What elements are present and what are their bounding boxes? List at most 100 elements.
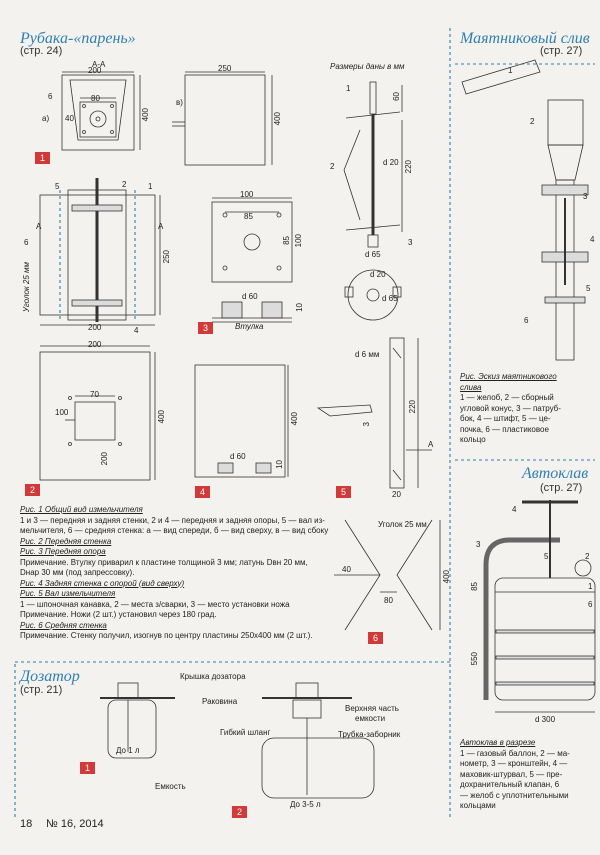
doz-badge-2: 2 [232, 806, 247, 818]
doz-do1: До 1 л [116, 746, 140, 755]
cap-line: Примечание. Ножи (2 шт.) установил через… [20, 610, 217, 619]
doz-tube: Трубка-заборник [338, 730, 401, 739]
cap-line: — желоб с уплотнительными [460, 790, 569, 800]
heading-dozator: Дозатор [20, 668, 80, 685]
cap-line: Примечание. Стенку получил, изогнув по ц… [20, 631, 313, 640]
ref-dozator: (стр. 21) [20, 684, 63, 696]
sizes-note: Размеры даны в мм [330, 62, 405, 71]
av-label-4: 4 [512, 505, 517, 514]
av-label-3: 3 [476, 540, 481, 549]
label-a: а) [42, 114, 50, 123]
may-label-4: 4 [590, 235, 595, 244]
dim-80: 80 [91, 94, 100, 103]
may-label-5: 5 [586, 284, 591, 293]
cap-line: 1 — газовый баллон, 2 — ма- [460, 748, 570, 758]
cap-line: Автоклав в разрезе [460, 738, 536, 747]
dim-200c: 200 [88, 340, 102, 349]
av-dim-d300: d 300 [535, 715, 556, 724]
fig-badge-1: 1 [35, 152, 50, 164]
dim-d6: d 6 мм [355, 350, 380, 359]
heading-mayatnik: Маятниковый слив [460, 30, 590, 47]
dim-250: 250 [218, 64, 232, 73]
ref-avtoklav: (стр. 27) [540, 482, 583, 494]
cap-line: Рис. 6 Средняя стенка [20, 620, 107, 630]
mayatnik-caption: Рис. Эскиз маятникового слива 1 — желоб,… [460, 372, 595, 446]
doz-rakovina: Раковина [202, 697, 238, 706]
av-label-1: 1 [588, 582, 593, 591]
cap-line: кольцо [460, 435, 486, 444]
doz-top2: емкости [355, 714, 386, 723]
rubaka-caption: Рис. 1 Общий вид измельчителя 1 и 3 — пе… [20, 505, 350, 642]
cap-line: Рис. 1 Общий вид измельчителя [20, 505, 143, 514]
section-a-left: А [36, 222, 42, 231]
fig-badge-3: 3 [198, 322, 213, 334]
shaft-label-2: 2 [330, 162, 335, 171]
av-label-2: 2 [585, 552, 590, 561]
cap-line: Рис. 4 Задняя стенка с опорой (вид сверх… [20, 578, 185, 588]
fig-badge-5: 5 [336, 486, 351, 498]
heading-rubaka: Рубака-«парень» [20, 30, 136, 47]
dim-200-top: 200 [88, 66, 102, 75]
cap-line: маховик-штурвал, 5 — пре- [460, 769, 563, 779]
cap-line: мельчителя, 6 — средняя стенка: а — вид … [20, 526, 329, 535]
label-v: в) [176, 98, 183, 107]
may-label-6: 6 [524, 316, 529, 325]
may-label-3: 3 [583, 192, 588, 201]
dim-d20: d 20 [383, 158, 399, 167]
dim-40b: 40 [342, 565, 351, 574]
f1-label-1: 1 [148, 182, 153, 191]
dim-200b: 200 [88, 323, 102, 332]
fig-badge-2: 2 [25, 484, 40, 496]
ref-rubaka: (стр. 24) [20, 45, 63, 57]
dim-85-f3: 85 [244, 212, 253, 221]
dim-20c: 20 [392, 490, 401, 499]
vtulka-label: Втулка [235, 322, 264, 331]
f1-label-2: 2 [122, 180, 127, 189]
f1-label-6b: 6 [24, 238, 29, 247]
dim-d60c: d 60 [230, 452, 246, 461]
cap-line: 1 — желоб, 2 — сборный [460, 393, 554, 402]
doz-emkost: Емкость [155, 782, 186, 791]
doz-lid: Крышка дозатора [180, 672, 246, 681]
dim-40: 40 [65, 114, 74, 123]
fig-badge-4: 4 [195, 486, 210, 498]
shaft-label-3: 3 [408, 238, 413, 247]
cap-line: дохранительный клапан, 6 [460, 780, 560, 789]
av-label-6: 6 [588, 600, 593, 609]
dim-d65b: d 65 [382, 294, 398, 303]
cap-line: бок, 4 — штифт, 5 — це- [460, 414, 551, 423]
doz-top: Верхняя часть [345, 704, 399, 713]
dim-d60-f3: d 60 [242, 292, 258, 301]
f1-label-4: 4 [134, 326, 139, 335]
cap-line: кольцами [460, 801, 496, 810]
section-a-right: А [158, 222, 164, 231]
cap-line: почка, 6 — пластиковое [460, 424, 549, 434]
dim-70: 70 [90, 390, 99, 399]
may-label-2: 2 [530, 117, 535, 126]
doz-badge-1: 1 [80, 762, 95, 774]
ref-mayatnik: (стр. 27) [540, 45, 583, 57]
label-6: 6 [48, 92, 53, 101]
cap-line: Рис. 3 Передняя опора [20, 547, 106, 556]
cap-line: Dнар 30 мм (под запрессовку). [20, 568, 135, 577]
cap-line: 1 и 3 — передняя и задняя стенки, 2 и 4 … [20, 515, 325, 525]
label-aa: А-А [92, 60, 106, 69]
cap-line: угловой конус, 3 — патруб- [460, 403, 561, 413]
heading-avtoklav: Автоклав [522, 465, 589, 482]
shaft-label-1: 1 [346, 84, 351, 93]
cap-line: Рис. 5 Вал измельчителя [20, 589, 116, 598]
f1-label-5: 5 [55, 182, 60, 191]
dim-100c: 100 [55, 408, 69, 417]
cap-line: Рис. Эскиз маятникового [460, 372, 557, 381]
dim-80b: 80 [384, 596, 393, 605]
cap-line: Примечание. Втулку приварил к пластине т… [20, 557, 308, 567]
